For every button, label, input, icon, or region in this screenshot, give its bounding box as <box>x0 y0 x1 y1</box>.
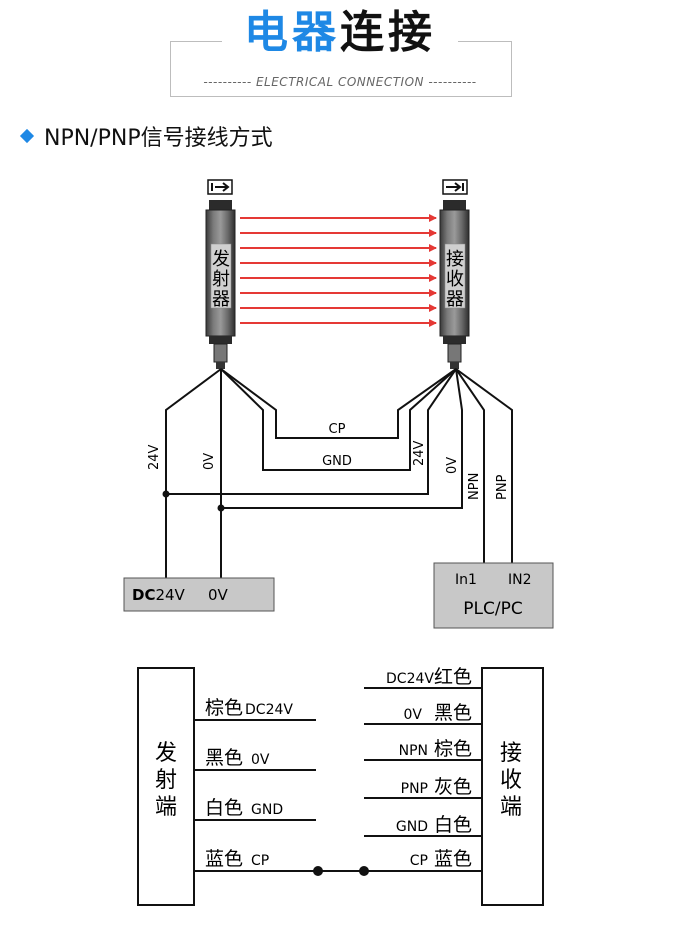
emitter-label-3: 器 <box>212 289 230 310</box>
light-beams <box>240 214 437 327</box>
cp-junction-right <box>359 866 369 876</box>
title-backdrop <box>222 36 458 48</box>
junction-24v <box>162 490 170 498</box>
plc-label: PLC/PC <box>463 599 522 619</box>
emitter-row-lines <box>194 719 482 872</box>
receiver-row-lines <box>364 687 482 837</box>
section-heading: NPN/PNP信号接线方式 <box>19 120 273 152</box>
wire-gnd <box>220 368 457 471</box>
page-subtitle: ---------- ELECTRICAL CONNECTION -------… <box>203 75 477 89</box>
wire-cp <box>220 368 457 439</box>
emitter-side-3: 端 <box>155 795 177 820</box>
title-blue: 电器 <box>244 7 340 58</box>
label-left-0v: 0V <box>202 453 217 470</box>
receiver-side-1: 接 <box>500 741 522 766</box>
receiver-wires <box>166 368 513 563</box>
wire-pnp <box>455 368 513 563</box>
label-right-24v: 24V <box>412 440 427 466</box>
plc-in1: In1 <box>455 572 477 588</box>
label-npn: NPN <box>467 473 482 500</box>
plc-in2: IN2 <box>508 572 532 588</box>
power-dc: DC <box>132 586 155 604</box>
power-24v: 24V <box>155 586 185 604</box>
emitter-side-2: 射 <box>155 768 177 793</box>
label-right-0v: 0V <box>445 457 460 474</box>
emitter-direction-icon <box>207 179 233 195</box>
power-supply-box <box>123 577 275 612</box>
receiver-bar <box>439 200 470 369</box>
emitter-label-2: 射 <box>212 269 230 290</box>
junction-0v <box>217 504 225 512</box>
receiver-row-1: DC24V红色 <box>386 666 472 688</box>
receiver-side-2: 收 <box>500 768 522 793</box>
section-title: NPN/PNP信号接线方式 <box>44 126 273 151</box>
label-cp: CP <box>329 422 346 437</box>
label-gnd: GND <box>322 454 352 469</box>
emitter-bar <box>205 200 236 369</box>
receiver-label-3: 器 <box>446 289 464 310</box>
power-label: DC24V <box>132 586 186 604</box>
emitter-label-1: 发 <box>212 249 230 270</box>
receiver-label-2: 收 <box>446 269 464 290</box>
wire-emitter-24v <box>165 368 222 578</box>
receiver-direction-icon <box>442 179 468 195</box>
emitter-wires <box>165 368 457 578</box>
emitter-side-box <box>137 667 195 906</box>
wire-receiver-0v <box>221 368 463 509</box>
label-left-24v: 24V <box>147 444 162 470</box>
power-0v: 0V <box>208 586 229 604</box>
cp-junction-left <box>313 866 323 876</box>
label-pnp: PNP <box>495 474 510 500</box>
wire-receiver-24v <box>166 368 457 495</box>
receiver-side-box <box>481 667 544 906</box>
receiver-side-3: 端 <box>500 795 522 820</box>
plc-box <box>433 562 554 629</box>
emitter-side-1: 发 <box>155 741 177 766</box>
page-title: 电器连接 <box>0 8 680 58</box>
receiver-label-1: 接 <box>446 249 464 270</box>
wire-npn <box>455 368 485 563</box>
title-black: 连接 <box>340 7 436 58</box>
